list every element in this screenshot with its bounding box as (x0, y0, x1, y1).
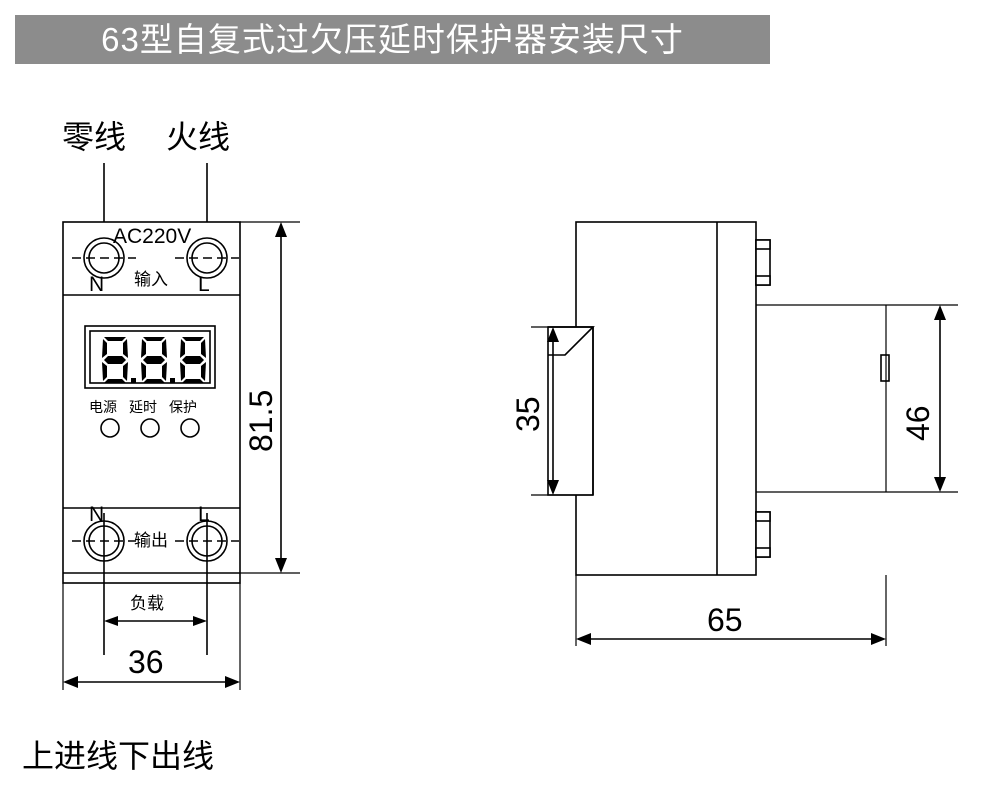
indicator-leds (100, 418, 200, 438)
side-view-body (547, 221, 757, 576)
front-height-dimension-label: 81.5 (243, 389, 279, 452)
load-label: 负载 (130, 594, 164, 613)
front-width-dimension-label: 36 (128, 644, 164, 680)
height-dimension-arrow (240, 221, 300, 574)
indicator-label-power: 电源 (89, 399, 117, 415)
input-terminal-n (72, 237, 136, 279)
input-terminal-n-label: N (89, 273, 105, 296)
output-label: 输出 (134, 531, 168, 550)
body-height-dimension-arrow (934, 305, 946, 492)
input-terminal-l (175, 237, 239, 279)
neutral-wire-label: 零线 (62, 119, 127, 155)
bottom-caption: 上进线下出线 (22, 738, 215, 774)
seven-segment-digits (102, 337, 206, 383)
side-view-bottom-terminal (755, 511, 771, 558)
depth-dimension-label: 65 (707, 602, 743, 638)
title-banner: 63型自复式过欠压延时保护器安装尺寸 (15, 15, 770, 64)
output-terminal-n-label: N (89, 503, 105, 526)
side-view-extension-lines (575, 304, 958, 646)
load-dimension-arrow (104, 616, 207, 626)
indicator-label-delay: 延时 (129, 399, 157, 415)
input-label: 输入 (134, 270, 168, 289)
body-height-dimension-label: 46 (900, 405, 936, 441)
live-wire-label: 火线 (166, 119, 231, 155)
front-view-extension-lines (62, 513, 241, 690)
depth-dimension-arrow (576, 633, 886, 645)
rail-height-dimension-label: 35 (510, 396, 546, 432)
side-view-top-terminal (755, 239, 771, 286)
input-terminal-l-label: L (198, 273, 210, 296)
rail-height-dimension-arrow (531, 326, 593, 496)
output-terminal-l-label: L (198, 503, 210, 526)
side-view-notch (880, 354, 890, 382)
width-dimension-arrow (63, 676, 240, 688)
page-title: 63型自复式过欠压延时保护器安装尺寸 (101, 21, 684, 58)
indicator-label-protect: 保护 (169, 399, 197, 415)
voltage-label: AC220V (113, 225, 192, 248)
